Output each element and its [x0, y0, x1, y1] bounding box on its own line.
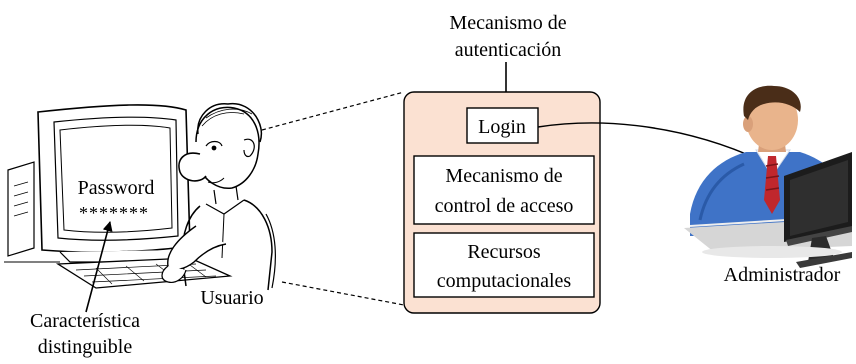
screen-password-label: Password — [78, 177, 155, 199]
authentication-mechanism-label: Mecanismo de autenticación — [449, 12, 566, 61]
login-label: Login — [478, 116, 526, 138]
auth-label-line1: Mecanismo de — [449, 12, 566, 34]
feature-label-line1: Característica — [30, 310, 140, 332]
resources-line1: Recursos — [467, 241, 541, 263]
access-control-line2: control de acceso — [435, 195, 574, 217]
resources-line2: computacionales — [437, 270, 572, 292]
user-label: Usuario — [200, 287, 263, 309]
feature-label: Característica distinguible — [30, 310, 140, 358]
screen-password-mask: ******* — [79, 203, 149, 223]
dashed-connector-top — [261, 91, 405, 131]
feature-arrow — [85, 221, 113, 313]
dashed-connector-bottom — [281, 281, 405, 306]
auth-label-line2: autenticación — [455, 39, 562, 61]
resources-box — [413, 232, 595, 298]
administrator-illustration — [684, 85, 853, 268]
user-illustration — [4, 102, 276, 291]
login-box — [466, 107, 539, 144]
access-control-box — [413, 155, 595, 225]
server-system: Login Mecanismo de control de acceso Rec… — [403, 91, 601, 314]
access-control-line1: Mecanismo de — [445, 165, 562, 187]
admin-label: Administrador — [724, 264, 841, 286]
login-admin-connector — [537, 122, 761, 161]
feature-label-line2: distinguible — [38, 336, 133, 358]
